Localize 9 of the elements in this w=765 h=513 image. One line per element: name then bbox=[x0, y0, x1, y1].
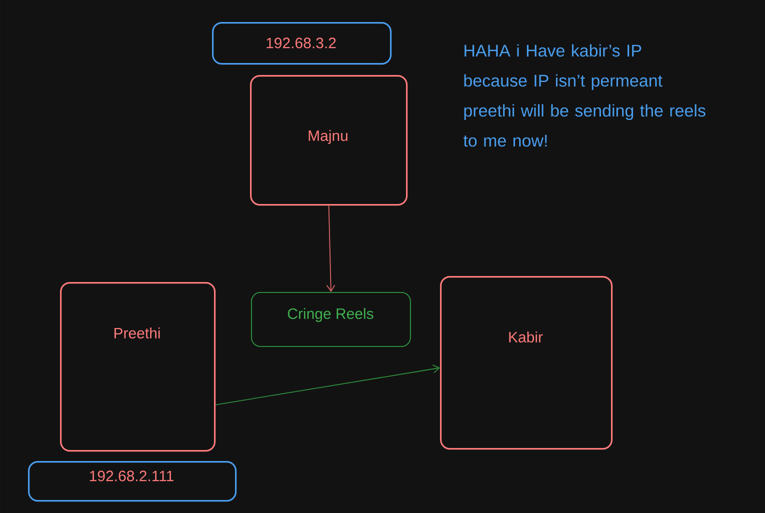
message-box: Cringe Reels bbox=[251, 292, 411, 347]
ip-address-box: 192.68.3.2 bbox=[212, 22, 392, 65]
host-box: Majnu bbox=[250, 75, 408, 206]
arrow bbox=[215, 364, 440, 406]
arrow bbox=[326, 205, 336, 292]
host-box: Kabir bbox=[440, 276, 613, 450]
ip-address-box: 192.68.2.111 bbox=[28, 461, 237, 502]
host-box: Preethi bbox=[60, 282, 216, 452]
note-text: HAHA i Have kabir’s IP because IP isn’t permeant preethi will be sending the reels to me now! bbox=[463, 44, 706, 147]
